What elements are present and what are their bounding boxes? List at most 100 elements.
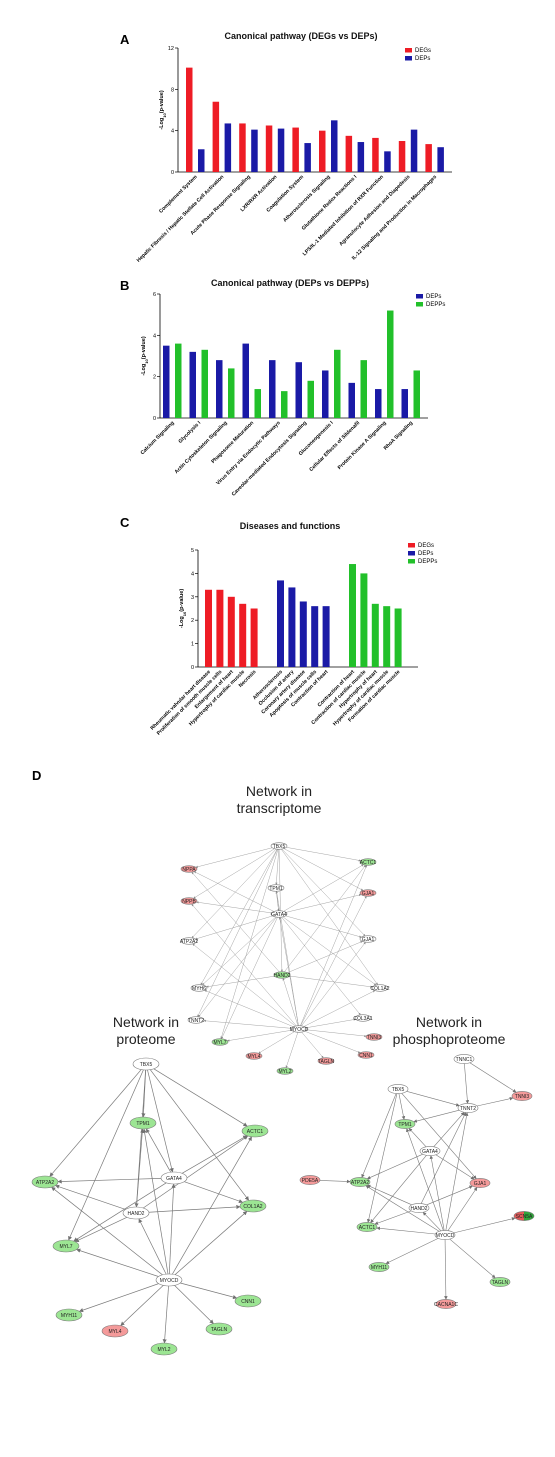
network-edge — [55, 1184, 126, 1210]
node-label: TNNT2 — [188, 1018, 204, 1024]
y-tick-label: 4 — [171, 129, 174, 135]
node-shape — [155, 1273, 183, 1287]
network-edge — [197, 849, 278, 1017]
network-edge — [453, 1217, 516, 1234]
network-node: MYL7 — [52, 1239, 80, 1253]
node-label: HAND2 — [411, 1206, 428, 1212]
network-node: MYL2 — [150, 1342, 178, 1356]
network-edge — [449, 1238, 496, 1279]
y-tick-label: 2 — [191, 618, 194, 624]
node-shape — [241, 1124, 269, 1138]
node-label: ACTC1 — [247, 1129, 264, 1135]
network-node: ACTC1 — [359, 858, 377, 866]
bar — [299, 601, 307, 667]
network-edge — [174, 1285, 214, 1324]
y-axis-label: -Log10(p-value) — [159, 90, 167, 129]
node-label: MYL4 — [247, 1054, 260, 1060]
network-edge — [278, 917, 299, 1026]
network-edge — [73, 1182, 167, 1242]
network-edge — [464, 1063, 470, 1104]
bar — [288, 587, 296, 667]
y-tick-label: 1 — [191, 642, 194, 648]
node-shape — [267, 884, 285, 892]
network-edge — [148, 1204, 241, 1213]
network-edge — [281, 849, 378, 986]
network-edge — [138, 1218, 167, 1275]
bar — [228, 368, 235, 418]
bar — [242, 343, 249, 418]
node-shape — [234, 1294, 262, 1308]
node-label: GATA4 — [166, 1176, 182, 1182]
node-shape — [359, 889, 377, 897]
network-edge — [51, 1186, 163, 1276]
bar — [345, 135, 353, 172]
y-tick-label: 2 — [153, 375, 156, 381]
network-node: SCN5A — [513, 1211, 535, 1221]
network-node: TNNI3 — [365, 1033, 383, 1041]
node-shape — [489, 1277, 511, 1287]
bar — [410, 129, 418, 172]
node-shape — [368, 1262, 390, 1272]
node-label: TBX5 — [140, 1062, 153, 1068]
network-title-line1: Network in — [416, 1014, 482, 1030]
network-node: TBX5 — [270, 842, 288, 850]
node-shape — [52, 1239, 80, 1253]
y-axis-label: -Log10(p-value) — [179, 589, 187, 628]
network-node: COL1A2 — [370, 984, 390, 992]
network-node: MYH6 — [190, 984, 208, 992]
node-shape — [419, 1146, 441, 1156]
network-edge — [385, 1238, 439, 1264]
legend-label: DEPPs — [418, 559, 437, 565]
chart-c-title: Diseases and functions — [240, 521, 341, 531]
network-node: TPM1 — [394, 1119, 416, 1129]
network-edge — [370, 1155, 427, 1223]
network-edge — [426, 1185, 473, 1206]
chart-b: Canonical pathway (DEPs vs DEPPs) 0246-L… — [140, 278, 446, 498]
network-edge — [275, 849, 279, 885]
node-label: CNN1 — [241, 1299, 255, 1305]
network-edge — [319, 1179, 351, 1184]
node-label: ACTC1 — [359, 1225, 376, 1231]
network-edge — [181, 1135, 248, 1174]
bar — [277, 580, 284, 667]
network-edge — [282, 978, 299, 1026]
bar — [250, 608, 258, 667]
legend-label: DEPs — [426, 294, 441, 300]
network-edge — [258, 1031, 295, 1054]
panel-letter-d: D — [32, 768, 41, 783]
node-label: GJA1 — [474, 1181, 487, 1187]
node-shape — [270, 842, 288, 850]
network-edge — [376, 1226, 436, 1235]
network-edge — [285, 915, 362, 938]
network-node: CNN1 — [357, 1051, 375, 1059]
network-edge — [195, 915, 273, 940]
bar — [216, 360, 223, 418]
bar — [163, 345, 170, 418]
node-label: SCN5A — [516, 1214, 533, 1220]
network-edge — [304, 1031, 361, 1054]
category-label: Actin Cytoskeleton Signaling — [174, 420, 229, 475]
network-edge — [204, 990, 294, 1027]
network-edge — [147, 1069, 174, 1173]
network-edge — [422, 1211, 442, 1232]
node-label: MYOCD — [290, 1027, 309, 1033]
node-label: PDE5A — [302, 1178, 319, 1184]
bar — [413, 370, 420, 418]
node-label: ACTC1 — [360, 860, 377, 866]
network-node: HAND2 — [274, 971, 291, 979]
bar — [334, 349, 341, 418]
node-label: HAND2 — [128, 1211, 145, 1217]
network-node: GATA4 — [419, 1146, 441, 1156]
bar — [331, 120, 338, 172]
node-shape — [453, 1054, 475, 1064]
bar — [254, 389, 261, 418]
bar — [398, 141, 406, 172]
network-node: MYH11 — [55, 1308, 83, 1322]
network-edge — [406, 1091, 460, 1107]
network-edge — [120, 1285, 164, 1326]
node-label: GATA4 — [422, 1149, 438, 1155]
network-transcriptome-title: Network in transcriptome — [237, 783, 322, 816]
network-edge — [196, 901, 272, 914]
